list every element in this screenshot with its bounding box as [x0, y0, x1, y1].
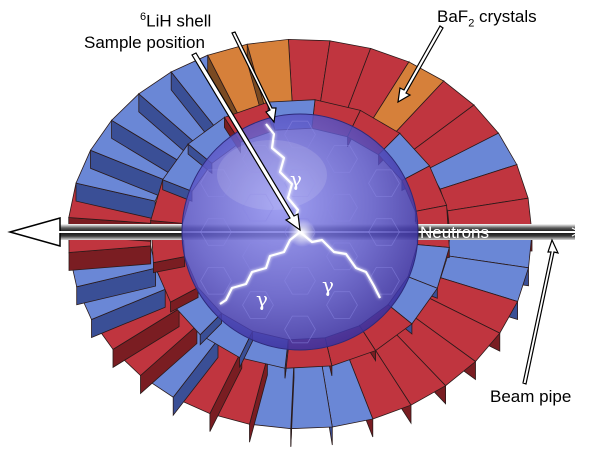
crystals-label-suffix: crystals — [474, 7, 537, 26]
shell-hex-cell — [326, 145, 358, 173]
shell-hex-cell — [368, 169, 400, 198]
shell-hex-cell — [200, 169, 232, 198]
shell-label-text: LiH shell — [146, 11, 212, 31]
shell-hex-cell — [284, 169, 316, 198]
outer-crystal-ring — [68, 38, 533, 447]
shell-hex-cell — [200, 266, 232, 295]
sample-pointer — [191, 52, 301, 232]
gamma-symbol-right: γ — [322, 273, 334, 297]
beam-pipe-pointer — [522, 238, 560, 385]
shell-hex-cell — [326, 291, 358, 319]
shell-hex-cell — [242, 291, 274, 319]
pointer-arrows — [191, 25, 560, 385]
shell-hex-cell — [200, 218, 232, 246]
shell-label: 6LiH shell — [140, 12, 211, 30]
shell-hex-cell — [368, 218, 400, 246]
shell-pointer — [231, 31, 277, 124]
shell-hex-cell — [284, 120, 316, 149]
beam-pipe-label: Beam pipe — [490, 387, 572, 406]
shell-hex-cell — [368, 266, 400, 295]
sample-position-label: Sample position — [84, 33, 205, 52]
crystals-label: BaF2 crystals — [437, 8, 537, 29]
gamma-ray-left — [219, 231, 301, 305]
shell-label-superscript: 6 — [140, 11, 147, 23]
gamma-ray-right — [299, 231, 381, 299]
shell-hex-cell — [284, 266, 316, 295]
crystals-label-prefix: BaF — [437, 7, 469, 26]
gamma-symbol-top: γ — [290, 167, 302, 191]
gamma-symbol-left: γ — [256, 287, 268, 311]
neutrons-label: Neutrons — [420, 223, 489, 242]
shell-hex-cell — [242, 193, 274, 222]
shell-hex-cell — [242, 242, 274, 271]
shell-hex-cell — [326, 193, 358, 222]
shell-hex-cell — [284, 315, 316, 344]
shell-hex-cell — [326, 242, 358, 271]
crystals-label-subscript: 2 — [468, 17, 475, 30]
crystals-pointer — [397, 25, 444, 104]
